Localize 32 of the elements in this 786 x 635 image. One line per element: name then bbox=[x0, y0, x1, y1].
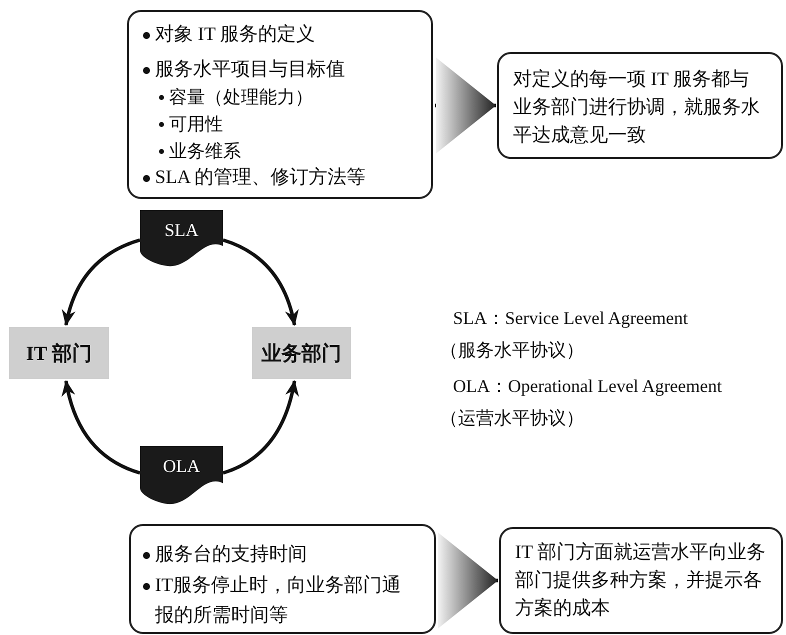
note-box bbox=[497, 52, 783, 159]
box-label: IT 部门 bbox=[26, 342, 92, 366]
list-box bbox=[129, 524, 436, 634]
shape-label: SLA bbox=[164, 220, 198, 242]
chevron-arrow bbox=[438, 532, 498, 628]
list-item: IT服务停止时，向业务部门通报的所需时间等 bbox=[155, 574, 402, 628]
list-item: 服务水平项目与目标值 bbox=[155, 59, 345, 81]
department-box bbox=[9, 327, 109, 379]
chevron-arrow bbox=[435, 58, 496, 154]
definition-text: SLA：Service Level Agreement bbox=[453, 307, 688, 330]
note-text: IT 部门方面就运营水平向业务部门提供多种方案，并提示各方案的成本 bbox=[515, 541, 766, 621]
curved-arrow bbox=[62, 380, 141, 475]
document-shape bbox=[140, 446, 223, 506]
definition-text: OLA：Operational Level Agreement bbox=[453, 375, 722, 398]
document-shape bbox=[140, 210, 223, 268]
curved-arrow bbox=[222, 380, 298, 475]
list-item: 业务维系 bbox=[169, 140, 241, 162]
list-item: 可用性 bbox=[169, 113, 223, 135]
list-item: 对象 IT 服务的定义 bbox=[155, 24, 316, 46]
curved-arrow bbox=[62, 238, 141, 326]
list-item: 容量（处理能力） bbox=[169, 86, 313, 108]
shape-label: OLA bbox=[163, 456, 200, 478]
definition-text: （服务水平协议） bbox=[440, 339, 584, 362]
note-box bbox=[499, 527, 783, 634]
list-item: 服务台的支持时间 bbox=[155, 544, 307, 566]
note-text: 对定义的每一项 IT 服务都与业务部门进行协调，就服务水平达成意见一致 bbox=[513, 68, 761, 148]
definition-text: （运营水平协议） bbox=[440, 407, 584, 430]
box-label: 业务部门 bbox=[262, 342, 342, 366]
list-item: SLA 的管理、修订方法等 bbox=[155, 167, 366, 189]
department-box bbox=[252, 327, 351, 379]
list-box bbox=[127, 10, 433, 199]
curved-arrow bbox=[222, 238, 298, 326]
